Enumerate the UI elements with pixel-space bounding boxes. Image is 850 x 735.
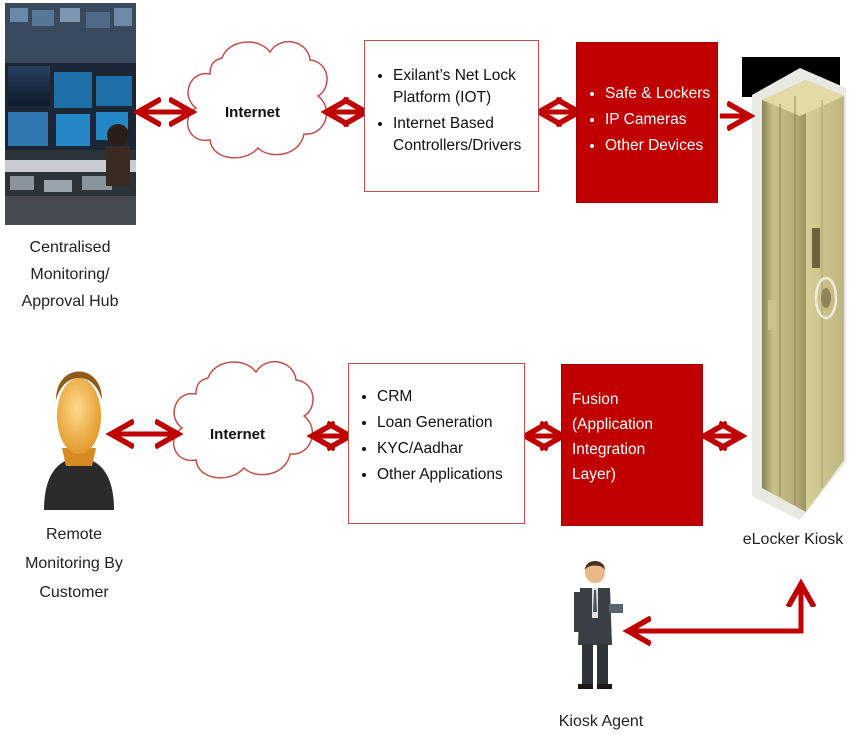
devices-item: Other Devices (605, 133, 717, 159)
fusion-line-2: (Application (572, 416, 653, 433)
bottom-cloud-label: Internet (210, 426, 266, 443)
netlock-item-2-line-2: Controllers/Drivers (393, 137, 522, 154)
hub-label-line-2: Monitoring/ (30, 266, 110, 283)
arrow-agent-kiosk (630, 586, 801, 631)
fusion-line-4: Layer) (572, 466, 616, 483)
applications-item: CRM (377, 384, 524, 410)
hub-label: Centralised Monitoring/ Approval Hub (0, 234, 140, 315)
netlock-platform-box: Exilant’s Net Lock Platform (IOT) Intern… (364, 40, 539, 192)
elocker-kiosk-image (742, 57, 846, 520)
customer-person-icon (44, 371, 114, 510)
devices-item: IP Cameras (605, 107, 717, 133)
customer-label-line-3: Customer (39, 584, 109, 601)
devices-box: Safe & Lockers IP Cameras Other Devices (576, 42, 718, 203)
kiosk-agent-figure (574, 561, 623, 689)
top-internet-cloud (186, 41, 328, 159)
netlock-item-1-line-2: Platform (IOT) (393, 89, 492, 106)
bottom-internet-cloud (172, 361, 314, 479)
applications-item: KYC/Aadhar (377, 436, 524, 462)
agent-label: Kiosk Agent (558, 713, 644, 730)
control-room-photo (5, 3, 136, 225)
netlock-item: Internet Based Controllers/Drivers (393, 113, 538, 157)
fusion-line-3: Integration (572, 441, 646, 458)
customer-label-line-1: Remote (45, 526, 103, 543)
applications-item: Loan Generation (377, 410, 524, 436)
fusion-box: Fusion (Application Integration Layer) (561, 364, 703, 526)
netlock-item-2-line-1: Internet Based (393, 115, 494, 132)
top-cloud-label: Internet (225, 104, 281, 121)
hub-label-line-3: Approval Hub (21, 293, 119, 310)
hub-label-line-1: Centralised (29, 239, 111, 256)
devices-item: Safe & Lockers (605, 81, 717, 107)
kiosk-label: eLocker Kiosk (742, 531, 844, 548)
netlock-item: Exilant’s Net Lock Platform (IOT) (393, 65, 538, 109)
applications-item: Other Applications (377, 462, 524, 488)
netlock-item-1-line-1: Exilant’s Net Lock (393, 67, 516, 84)
fusion-line-1: Fusion (572, 391, 619, 408)
customer-label-line-2: Monitoring By (25, 555, 123, 572)
applications-box: CRM Loan Generation KYC/Aadhar Other App… (348, 363, 525, 524)
customer-label: Remote Monitoring By Customer (4, 520, 144, 607)
